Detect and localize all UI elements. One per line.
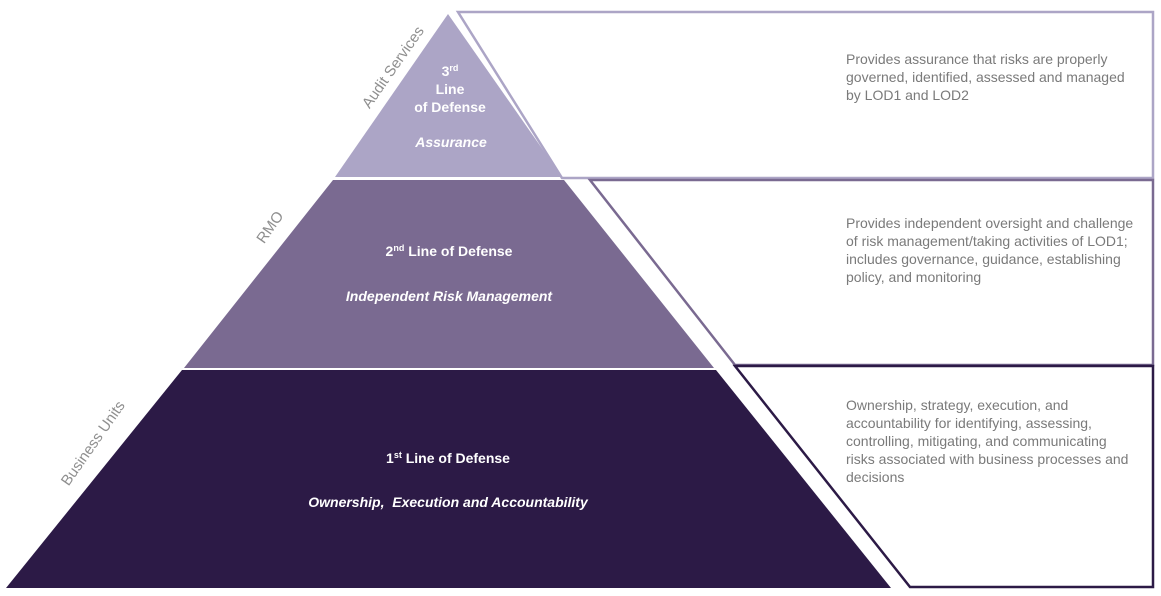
tier2-subtitle: Independent Risk Management: [346, 288, 553, 304]
tier1-description: Ownership, strategy, execution, and acco…: [846, 397, 1129, 485]
tier2-description: Provides independent oversight and chall…: [846, 215, 1134, 285]
rmo-label: RMO: [253, 208, 287, 246]
tier3-title-line2: of Defense: [414, 99, 486, 115]
tier3-description-box: [455, 10, 1155, 180]
tier1-trapezoid: [6, 370, 891, 588]
tier3-description: Provides assurance that risks are proper…: [846, 51, 1125, 103]
tier3-ordinal: 3rd: [442, 63, 459, 79]
tier3-subtitle: Assurance: [414, 134, 487, 150]
tier3-triangle: [335, 14, 562, 177]
tier1-subtitle: Ownership, Execution and Accountability: [308, 494, 589, 510]
tier3-title-line1: Line: [436, 81, 465, 97]
tier1-title: 1st Line of Defense: [386, 450, 510, 466]
tier2-title: 2nd Line of Defense: [386, 243, 513, 259]
tier2-trapezoid: [184, 180, 714, 368]
tier1-description-box: [732, 364, 1155, 589]
